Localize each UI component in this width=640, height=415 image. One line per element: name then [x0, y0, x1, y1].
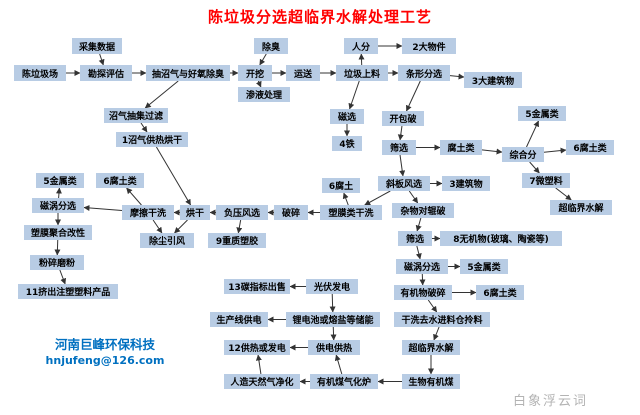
flow-arrow-sieve-1-to-inclined-air-sort [399, 154, 406, 177]
flow-arrow-friction-dry-clean-to-eddy-magnetic-1 [83, 204, 123, 211]
flow-node-extrusion-products-11: 11挤出注塑塑料产品 [18, 284, 118, 299]
flow-node-humus-6-a: 6腐土类 [566, 140, 614, 155]
flow-node-humus-6-c: 6腐土类 [476, 285, 524, 300]
flow-node-bio-organic-coal: 生物有机煤 [402, 374, 460, 389]
flow-arrow-inclined-air-sort-to-film-dry-clean [364, 190, 391, 206]
flow-arrow-pv-power-to-battery-storage [329, 293, 336, 313]
flow-node-inorganic-8: 8无机物(玻璃、陶瓷等) [440, 231, 562, 246]
flow-node-negative-air-sort: 负压风选 [216, 205, 268, 220]
flow-arrow-film-dry-clean-to-humus-6-mid [342, 192, 349, 206]
flow-arrow-comprehensive-sort-to-micro-plastics-7 [529, 161, 540, 174]
flow-node-transport: 运送 [286, 65, 320, 81]
flow-arrow-deodorize-to-excavate [259, 53, 267, 66]
flow-arrow-friction-dry-clean-to-dust-fan [152, 219, 163, 234]
flow-arrow-comprehensive-sort-to-humus-6-a [543, 147, 567, 154]
flow-node-eddy-magnetic-2: 磁涡分选 [396, 259, 448, 274]
flow-node-organic-coal-gasifier: 有机煤气化炉 [310, 374, 378, 389]
watermark-text: 白象浮云词 [512, 394, 588, 409]
flow-node-dry-dewater-feed: 干洗去水进料仓拎料 [394, 312, 490, 327]
flow-node-biogas-filter: 沼气抽集过滤 [104, 108, 168, 123]
flow-node-collect-data: 采集数据 [72, 38, 122, 54]
flow-arrow-bar-sorting-to-bag-breaker [406, 80, 421, 112]
flow-arrow-syngas-purify-to-heat-or-power-12 [255, 354, 262, 375]
flow-node-manual-sort: 人分 [344, 38, 378, 54]
flow-arrow-friction-dry-clean-to-humus-6-b [126, 187, 142, 206]
flow-node-film-polymer-modify: 塑膜聚合改性 [24, 225, 92, 240]
flow-node-eddy-magnetic-1: 磁涡分选 [32, 198, 84, 213]
company-name: 河南巨峰环保科技 [54, 337, 155, 352]
flow-arrow-eddy-magnetic-1-to-metals-5-b [55, 187, 62, 199]
flow-arrow-bag-breaker-to-sieve-1 [397, 125, 404, 141]
flow-node-biogas-aerobic-deodorize: 抽沼气与好氧除臭 [146, 65, 230, 81]
flow-arrow-dry-dewater-feed-to-supercritical-hydrolysis-b [433, 326, 440, 341]
flow-node-metals-5-b: 5金属类 [36, 173, 84, 188]
flow-node-humus: 腐土类 [440, 140, 482, 155]
flow-arrow-biogas-aerobic-deodorize-to-biogas-filter [144, 80, 179, 109]
flow-node-dust-fan: 除尘引风 [140, 233, 194, 248]
flow-arrow-humus-to-comprehensive-sort [481, 148, 503, 155]
flow-node-production-power: 生产线供电 [210, 312, 268, 327]
flow-node-roller-crusher: 杂物对辊破 [392, 203, 454, 218]
flow-node-heavy-plastic-9: 9重质塑胶 [208, 233, 266, 248]
flow-arrow-inclined-air-sort-to-roller-crusher [408, 190, 419, 204]
flow-node-crush-grind: 粉碎磨粉 [30, 255, 84, 270]
flow-node-bar-sorting: 条形分选 [398, 65, 450, 81]
flow-arrow-drying-to-dust-fan [174, 219, 188, 234]
flow-node-magnetic-sort: 磁选 [330, 109, 364, 124]
flow-arrow-crush-grind-to-extrusion-products-11 [59, 269, 67, 285]
flow-node-humus-6-mid: 6腐土 [322, 178, 360, 193]
flow-arrow-sieve-2-to-eddy-magnetic-2 [415, 245, 422, 260]
flow-node-iron-4: 4铁 [332, 136, 362, 151]
flow-node-metals-5-c: 5金属类 [460, 259, 508, 274]
flow-arrow-micro-plastics-7-to-supercritical-hydrolysis-a [555, 187, 572, 201]
flow-node-supercritical-hydrolysis-b: 超临界水解 [402, 340, 460, 355]
flow-node-sieve-2: 筛选 [398, 231, 432, 246]
flow-node-syngas-purify: 人造天然气净化 [224, 374, 300, 389]
page-title: 陈垃圾分选超临界水解处理工艺 [207, 8, 432, 26]
flow-node-humus-6-b: 6腐土类 [96, 173, 144, 188]
flow-node-survey-assess: 勘探评估 [80, 65, 132, 81]
flow-node-drying: 烘干 [180, 205, 210, 220]
flow-node-leachate-treatment: 渗液处理 [238, 87, 290, 102]
flow-arrow-collect-data-to-survey-assess [98, 53, 105, 66]
flow-arrow-film-polymer-modify-to-crush-grind [54, 239, 61, 256]
flow-node-micro-plastics-7: 7微塑料 [522, 173, 570, 188]
flow-node-supercritical-hydrolysis-a: 超临界水解 [550, 200, 612, 215]
flow-arrow-negative-air-sort-to-heavy-plastic-9 [236, 219, 243, 234]
flow-node-excavate: 开挖 [238, 65, 272, 81]
flow-node-heat-or-power-12: 12供热或发电 [224, 340, 290, 355]
flow-node-buildings-3: 3建筑物 [442, 176, 490, 191]
flow-node-inclined-air-sort: 斜板风选 [378, 176, 430, 191]
flow-arrow-biogas-filter-to-biogas-heat-dry [140, 122, 148, 133]
flow-node-comprehensive-sort: 综合分 [502, 147, 544, 162]
flow-node-old-landfill: 陈垃圾场 [14, 65, 66, 81]
flow-arrow-excavate-to-leachate-treatment [255, 80, 262, 88]
flow-arrow-bar-sorting-to-buildings-3-people [449, 73, 465, 80]
flow-arrow-organic-crush-to-dry-dewater-feed [427, 299, 438, 313]
flow-node-garbage-feeding: 垃圾上料 [336, 65, 388, 81]
flow-arrow-biogas-heat-dry-to-drying [155, 146, 192, 206]
flow-node-biogas-heat-dry: 1沼气供热烘干 [116, 132, 188, 147]
flow-arrow-organic-coal-gasifier-to-power-heat-supply [334, 354, 343, 375]
company-email: hnjufeng@126.com [45, 353, 165, 367]
flow-node-carbon-credit-13: 13碳指标出售 [224, 279, 290, 294]
flow-node-items-2: 2大物件 [402, 38, 456, 54]
flow-node-bag-breaker: 开包破 [382, 111, 424, 126]
company-info: 河南巨峰环保科技 hnjufeng@126.com [40, 337, 170, 369]
flow-node-battery-storage: 锂电池或熔盐等储能 [286, 312, 380, 327]
flow-node-pv-power: 光伏发电 [306, 279, 358, 294]
flow-node-power-heat-supply: 供电供热 [308, 340, 360, 355]
flow-arrow-garbage-feeding-to-magnetic-sort [348, 80, 360, 110]
flow-node-friction-dry-clean: 摩擦干洗 [122, 205, 174, 220]
flow-node-film-dry-clean: 塑膜类干洗 [320, 205, 382, 220]
flow-node-deodorize: 除臭 [254, 38, 288, 54]
flow-node-sieve-1: 筛选 [382, 140, 416, 155]
flow-node-organic-crush: 有机物破碎 [394, 285, 452, 300]
flow-arrow-comprehensive-sort-to-metals-5-a [526, 120, 539, 148]
flow-node-buildings-3-people: 3大建筑物 [464, 72, 522, 88]
flow-node-crushing: 破碎 [274, 205, 308, 220]
flow-node-metals-5-a: 5金属类 [518, 106, 566, 121]
flow-arrow-roller-crusher-to-sieve-2 [415, 217, 422, 232]
